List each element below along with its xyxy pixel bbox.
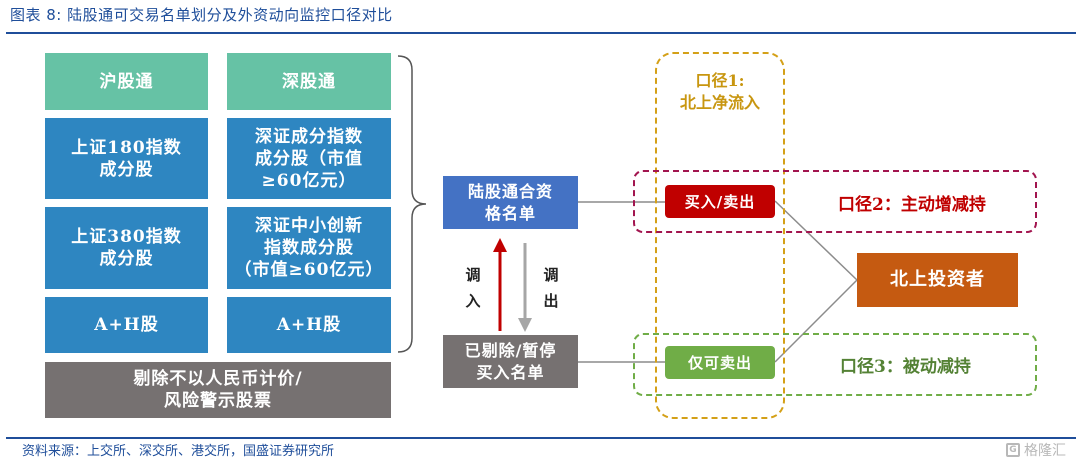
caliber1-line2: 北上净流入 xyxy=(679,93,760,112)
szse-component-cell: 深证成分指数 成分股（市值 ≥60亿元） xyxy=(227,118,391,199)
caliber3-label: 口径3：被动减持 xyxy=(840,357,971,377)
watermark-text: 格隆汇 xyxy=(1024,443,1066,459)
sh-ah-shares-label: A+H股 xyxy=(94,315,159,335)
szse-sme-line3: （市值≥60亿元） xyxy=(234,260,384,280)
szse-sme-line2: 指数成分股 xyxy=(264,238,354,258)
shenzhen-connect-label: 深股通 xyxy=(282,71,336,92)
transfer-out-char1: 调 xyxy=(543,266,559,284)
caliber1-region xyxy=(655,52,785,419)
transfer-in-char1: 调 xyxy=(465,266,481,284)
figure-title: 图表 8: 陆股通可交易名单划分及外资动向监控口径对比 xyxy=(10,6,393,24)
eligible-list-box: 陆股通合资 格名单 xyxy=(443,176,578,229)
northbound-investor-box: 北上投资者 xyxy=(857,253,1018,307)
buysell-to-investor-line xyxy=(774,200,858,281)
caliber1-line1: 口径1: xyxy=(695,71,745,90)
sz-ah-shares-label: A+H股 xyxy=(276,315,342,335)
curly-brace xyxy=(397,55,427,353)
northbound-investor-label: 北上投资者 xyxy=(890,269,985,290)
title-divider xyxy=(6,32,1076,34)
transfer-in-label: 调 入 xyxy=(464,262,482,314)
sse380-cell: 上证380指数 成分股 xyxy=(45,207,208,289)
szse-sme-innovation-cell: 深证中小创新 指数成分股 （市值≥60亿元） xyxy=(227,207,391,289)
exclusion-bar: 剔除不以人民币计价/ 风险警示股票 xyxy=(45,362,391,418)
shanghai-connect-label: 沪股通 xyxy=(99,71,154,92)
transfer-out-label: 调 出 xyxy=(542,262,560,314)
sse180-line1: 上证180指数 xyxy=(71,137,182,158)
szse-component-line1: 深证成分指数 xyxy=(255,126,363,147)
sell-only-label: 仅可卖出 xyxy=(687,353,752,372)
shanghai-connect-header: 沪股通 xyxy=(45,53,208,110)
watermark-logo-icon: G xyxy=(1006,443,1020,457)
transfer-out-char2: 出 xyxy=(543,292,559,310)
szse-component-line2: 成分股（市值 xyxy=(255,148,363,169)
watermark: G 格隆汇 xyxy=(1006,440,1066,460)
suspended-list-box: 已剔除/暂停 买入名单 xyxy=(443,335,578,388)
caliber2-label: 口径2：主动增减持 xyxy=(838,195,986,215)
exclusion-line1: 剔除不以人民币计价/ xyxy=(133,369,303,389)
sh-ah-shares-cell: A+H股 xyxy=(45,297,208,353)
source-note: 资料来源：上交所、深交所、港交所，国盛证券研究所 xyxy=(22,444,335,459)
sellonly-to-investor-line xyxy=(774,279,858,363)
sse380-line1: 上证380指数 xyxy=(71,227,182,247)
szse-component-line3: ≥60亿元） xyxy=(261,170,357,191)
sse180-cell: 上证180指数 成分股 xyxy=(45,118,208,199)
shenzhen-connect-header: 深股通 xyxy=(227,53,391,110)
sse380-line2: 成分股 xyxy=(99,249,154,269)
caliber2-region xyxy=(633,170,1037,233)
suspended-list-line1: 已剔除/暂停 xyxy=(464,340,557,360)
suspended-list-line2: 买入名单 xyxy=(476,362,545,382)
eligible-list-line2: 格名单 xyxy=(484,203,536,223)
sse180-line2: 成分股 xyxy=(99,159,154,180)
buy-sell-label: 买入/卖出 xyxy=(684,192,756,211)
eligible-list-line1: 陆股通合资 xyxy=(467,181,553,201)
footer-divider xyxy=(6,437,1076,439)
exclusion-line2: 风险警示股票 xyxy=(164,391,272,411)
buy-sell-box: 买入/卖出 xyxy=(665,185,775,218)
caliber1-label: 口径1: 北上净流入 xyxy=(655,70,785,114)
transfer-in-char2: 入 xyxy=(465,292,481,310)
sz-ah-shares-cell: A+H股 xyxy=(227,297,391,353)
transfer-out-arrow xyxy=(518,243,532,332)
sell-only-box: 仅可卖出 xyxy=(665,346,775,379)
transfer-in-arrow xyxy=(493,238,507,331)
caliber3-region xyxy=(633,333,1037,396)
szse-sme-line1: 深证中小创新 xyxy=(255,216,363,236)
